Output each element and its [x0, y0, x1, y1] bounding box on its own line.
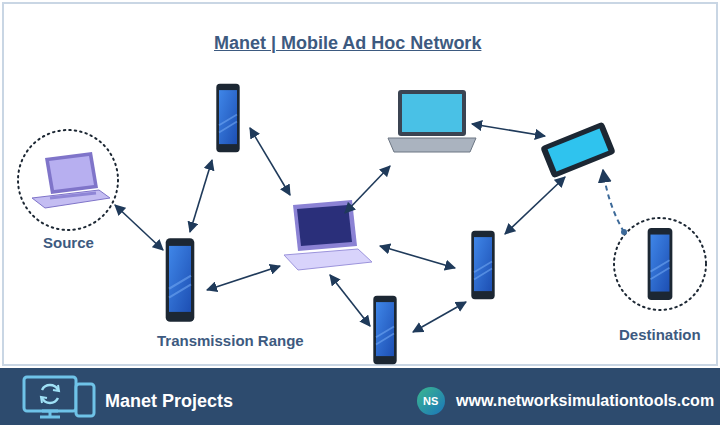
phone-device	[471, 231, 494, 299]
wireless-links	[115, 124, 565, 332]
tablet-device	[540, 122, 616, 179]
node-label: Source	[43, 234, 94, 251]
logo-circle	[417, 387, 445, 415]
range-circle	[614, 218, 706, 310]
phone-device	[373, 296, 396, 364]
link-dot	[621, 229, 627, 235]
website-url: www.networksimulationtools.com	[456, 392, 714, 410]
diagram-title: Manet | Mobile Ad Hoc Network	[214, 33, 481, 54]
phone-device	[166, 238, 195, 322]
frame	[3, 3, 717, 365]
source-range: Source	[16, 128, 120, 253]
grey-laptop	[388, 90, 476, 152]
footer-bar	[0, 368, 720, 425]
node-label: Destination	[619, 326, 701, 343]
dashed-link	[603, 170, 624, 232]
center-laptop	[284, 200, 372, 270]
source-laptop	[32, 152, 110, 208]
phone-device	[216, 84, 239, 152]
footer-icon	[24, 377, 94, 417]
range-label: Transmission Range	[157, 332, 304, 349]
footer-title: Manet Projects	[105, 391, 233, 412]
destination-range: Destination	[612, 216, 708, 345]
logo-text: NS	[423, 395, 438, 407]
phone-device	[648, 228, 673, 300]
